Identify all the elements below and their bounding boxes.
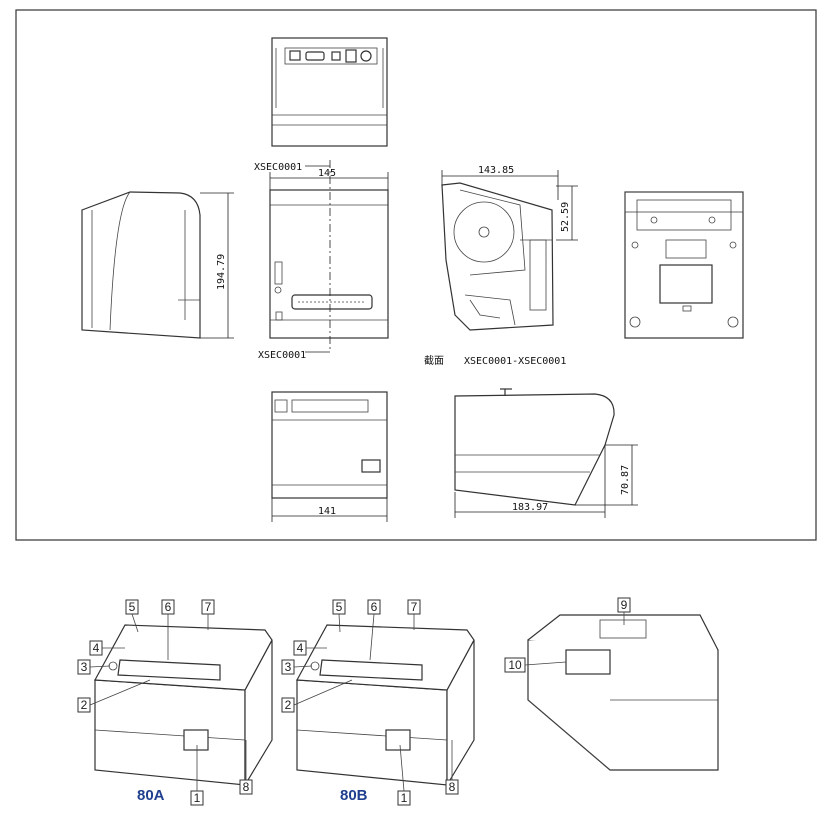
section-caption: XSEC0001-XSEC0001 [464,356,566,367]
rear-view [271,37,388,147]
drawing-frame [15,9,817,541]
model-label-80b: 80B [340,787,368,804]
side-profile [454,388,615,506]
bottom-view [624,191,744,339]
paper-cover-slot [319,659,423,681]
printer-80a-illustration [94,624,273,788]
section-view [441,182,554,331]
callout-3-b: 3 [285,660,292,674]
callout-1-b: 1 [401,791,408,805]
section-label-top: XSEC0001 [254,162,302,173]
callout-9: 9 [621,598,628,612]
callout-6-b: 6 [371,600,378,614]
callout-3: 3 [81,660,88,674]
side-view [81,191,201,339]
power-port-icon [360,50,372,62]
callout-7-b: 7 [411,600,418,614]
paper-cover-slot [117,659,221,681]
cashdrawer-port-icon [345,49,357,63]
dim-side-length: 183.97 [454,445,606,518]
dim-top-width: 145 [269,168,389,190]
callout-5-b: 5 [336,600,343,614]
power-switch-icon [361,459,381,473]
dim-label-7087: 70.87 [620,465,631,495]
paper-roll [453,201,515,263]
dim-label-19479: 194.79 [216,254,227,290]
callout-10: 10 [508,658,522,672]
section-label-bottom: XSEC0001 [258,350,306,361]
printer-80b-illustration [296,624,475,788]
dim-bottom-width: 141 [271,498,388,522]
dim-label-145: 145 [318,168,336,179]
dim-section-width: 143.85 [441,165,559,200]
paper-exit-slot [291,294,373,310]
callout-7: 7 [205,600,212,614]
callouts: 1 2 3 4 5 6 7 8 1 2 3 4 5 [77,597,631,806]
indicator-leds [274,261,283,285]
callout-8-b: 8 [449,780,456,794]
feed-button-icon [274,286,282,294]
serial-port-icon [305,51,325,61]
power-switch-icon [385,729,411,751]
callout-4: 4 [93,641,100,655]
callout-1: 1 [194,791,201,805]
callout-4-b: 4 [297,641,304,655]
printer-rear-illustration [527,614,719,771]
front-view-lower [271,391,388,499]
callout-2: 2 [81,698,88,712]
dim-label-18397: 183.97 [512,502,548,513]
rear-ports-icon [565,649,611,675]
dim-side-rear-height: 70.87 [575,444,638,506]
callout-6: 6 [165,600,172,614]
callout-5: 5 [129,600,136,614]
model-label-80a: 80A [137,787,165,804]
dim-side-height: 194.79 [200,192,234,339]
dim-label-5259: 52.59 [560,202,571,232]
callout-2-b: 2 [285,698,292,712]
front-view [269,160,389,353]
power-switch-icon [183,729,209,751]
section-caption-prefix: 截面 [424,354,444,367]
dim-label-14385: 143.85 [478,165,514,176]
callout-8: 8 [243,780,250,794]
usb-port-icon [331,51,341,61]
dim-section-height: 52.59 [556,185,578,241]
dim-label-141: 141 [318,506,336,517]
ethernet-port-icon [289,50,301,61]
